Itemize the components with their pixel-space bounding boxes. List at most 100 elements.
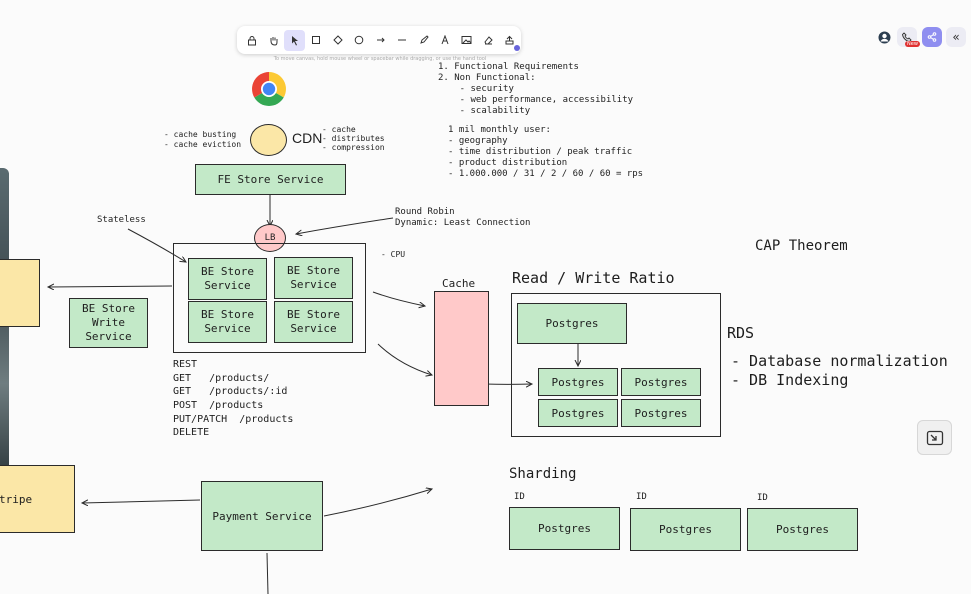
cdn-right-note-1: - cache — [322, 125, 356, 134]
shard-label: Postgres — [776, 523, 829, 536]
fe-store-service-box[interactable]: FE Store Service — [195, 164, 346, 195]
postgres-replica-box-3[interactable]: Postgres — [538, 399, 618, 427]
text-icon[interactable] — [435, 30, 456, 51]
shard-label: Postgres — [538, 522, 591, 535]
rds-label: RDS — [727, 324, 755, 342]
lb-label: LB — [264, 233, 276, 243]
eraser-icon[interactable] — [478, 30, 499, 51]
library-icon[interactable] — [499, 30, 520, 51]
chrome-browser-icon — [250, 70, 288, 108]
be-store-write-service-box[interactable]: BE Store Write Service — [69, 298, 148, 348]
rest-line-3: GET /products/:id — [173, 386, 288, 397]
cap-theorem-label: CAP Theorem — [755, 238, 848, 254]
rest-line-6: DELETE — [173, 427, 210, 438]
shard-box-2[interactable]: Postgres — [630, 508, 741, 551]
cache-label: Cache — [442, 277, 476, 290]
shard-id-label-1: ID — [514, 492, 525, 502]
postgres-replica-box-2[interactable]: Postgres — [621, 368, 701, 396]
be-store-service-box-4[interactable]: BE Store Service — [274, 301, 353, 343]
drawing-toolbar — [237, 26, 521, 54]
postgres-replica-box-4[interactable]: Postgres — [621, 399, 701, 427]
stateless-label: Stateless — [97, 215, 146, 225]
requirement-line-3: - security — [438, 84, 514, 94]
rest-line-1: REST — [173, 359, 198, 370]
share-button[interactable] — [922, 27, 942, 47]
cdn-right-note-2: - distributes — [322, 134, 385, 143]
postgres-primary-label: Postgres — [545, 317, 599, 330]
postgres-replica-label: Postgres — [551, 375, 605, 389]
picture-in-picture-button[interactable] — [917, 420, 952, 455]
requirement-line-4: - web performance, accessibility — [438, 95, 634, 105]
shard-box-1[interactable]: Postgres — [509, 507, 620, 550]
rest-line-4: POST /products — [173, 400, 264, 411]
cdn-left-note-2: - cache eviction — [164, 140, 242, 149]
cpu-note: - CPU — [381, 250, 406, 259]
line-icon[interactable] — [392, 30, 413, 51]
cdn-right-note-3: - compression — [322, 143, 385, 152]
new-badge: New — [905, 41, 920, 47]
user-avatar-icon[interactable] — [876, 29, 892, 45]
traffic-line-4: - product distribution — [448, 158, 568, 168]
traffic-line-2: - geography — [448, 136, 508, 146]
shard-label: Postgres — [659, 523, 712, 536]
postgres-replica-label: Postgres — [551, 406, 605, 420]
postgres-replica-box-1[interactable]: Postgres — [538, 368, 618, 396]
lb-note-1: Round Robin — [395, 207, 455, 217]
cache-box[interactable] — [434, 291, 489, 406]
image-icon[interactable] — [456, 30, 477, 51]
be-store-service-label: BE Store Service — [201, 265, 254, 292]
cdn-node[interactable] — [250, 124, 287, 156]
cdn-left-note-1: - cache busting — [164, 130, 237, 139]
arrow-icon[interactable] — [370, 30, 391, 51]
postgres-primary-box[interactable]: Postgres — [517, 303, 627, 344]
payment-service-label: Payment Service — [212, 509, 312, 523]
rest-line-5: PUT/PATCH /products — [173, 414, 294, 425]
lb-note-2: Dynamic: Least Connection — [395, 218, 531, 228]
lock-icon[interactable] — [241, 30, 262, 51]
be-store-write-service-label: BE Store Write Service — [82, 302, 135, 343]
rectangle-icon[interactable] — [306, 30, 327, 51]
postgres-cluster-group — [511, 293, 721, 437]
shard-id-label-2: ID — [636, 492, 647, 502]
stripe-label: tripe — [0, 492, 33, 506]
be-store-service-label: BE Store Service — [287, 264, 340, 291]
call-button[interactable]: New — [897, 27, 920, 47]
shard-box-3[interactable]: Postgres — [747, 508, 858, 551]
fe-store-service-label: FE Store Service — [217, 173, 324, 186]
postgres-replica-label: Postgres — [634, 406, 688, 420]
pip-icon — [926, 430, 943, 445]
traffic-line-5: - 1.000.000 / 31 / 2 / 60 / 60 = rps — [448, 169, 644, 179]
pointer-icon[interactable] — [284, 29, 305, 51]
collapse-icon: « — [952, 30, 960, 44]
diamond-icon[interactable] — [327, 30, 348, 51]
stripe-box[interactable]: tripe — [0, 465, 75, 533]
hand-icon[interactable] — [263, 30, 284, 51]
rest-line-2: GET /products/ — [173, 373, 270, 384]
postgres-replica-label: Postgres — [634, 375, 688, 389]
left-partial-box[interactable] — [0, 259, 40, 327]
ellipse-icon[interactable] — [349, 30, 370, 51]
pencil-icon[interactable] — [413, 30, 434, 51]
rds-note-1: - Database normalization — [731, 352, 948, 370]
requirement-line-1: 1. Functional Requirements — [438, 62, 579, 72]
toolbar-hint: To move canvas, hold mouse wheel or spac… — [273, 56, 487, 62]
sharding-title: Sharding — [509, 466, 577, 482]
be-store-service-label: BE Store Service — [201, 308, 254, 335]
read-write-ratio-title: Read / Write Ratio — [512, 269, 675, 287]
load-balancer-node[interactable]: LB — [254, 224, 286, 252]
traffic-line-1: 1 mil monthly user: — [448, 125, 551, 135]
collapse-sidebar-button[interactable]: « — [946, 27, 966, 47]
requirement-line-5: - scalability — [438, 106, 531, 116]
be-store-service-box-3[interactable]: BE Store Service — [188, 301, 267, 343]
cdn-label: CDN — [292, 130, 323, 146]
shard-id-label-3: ID — [757, 493, 768, 503]
be-store-service-label: BE Store Service — [287, 308, 340, 335]
be-store-service-box-2[interactable]: BE Store Service — [274, 257, 353, 299]
requirement-line-2: 2. Non Functional: — [438, 73, 536, 83]
payment-service-box[interactable]: Payment Service — [201, 481, 323, 551]
rds-note-2: - DB Indexing — [731, 371, 849, 389]
traffic-line-3: - time distribution / peak traffic — [448, 147, 633, 157]
be-services-group — [173, 243, 366, 353]
be-store-service-box-1[interactable]: BE Store Service — [188, 258, 267, 300]
